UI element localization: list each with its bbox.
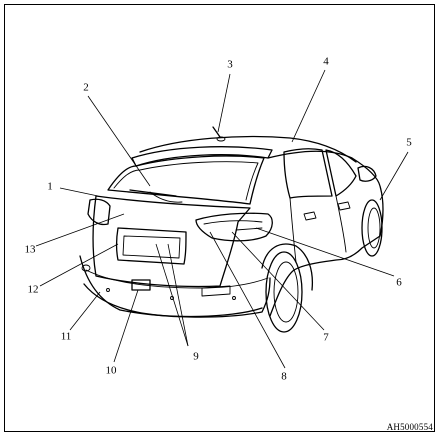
roof-outline [139,135,357,163]
rear-reflector-left [81,264,91,272]
leader-9a [155,243,189,347]
callout-5: 5 [406,136,412,149]
leader-2 [87,95,151,187]
side-mirror [357,165,377,182]
front-wheel [361,199,383,257]
rear-window-inner [113,161,259,201]
figure-code: AH5000554 [386,422,433,432]
callout-7: 7 [323,331,329,344]
callout-1: 1 [47,180,53,193]
tailgate [92,195,251,288]
callout-3: 3 [227,58,233,71]
parking-sensor-2 [170,296,174,300]
leader-4 [291,69,326,143]
right-tail-light-inner [203,220,263,225]
leader-lines [35,69,409,369]
car-body [79,126,384,333]
rear-fog-lamp [131,279,151,291]
callout-11: 11 [60,330,72,343]
door-handle-rear [303,211,317,221]
leader-6 [255,227,395,277]
callout-13: 13 [24,243,36,256]
leader-9b [167,243,189,347]
door-line-front [335,195,347,253]
roof-antenna [212,126,221,138]
wiper-arm [149,191,183,203]
parking-sensor-3 [232,296,236,300]
parking-sensor-1 [106,288,110,292]
callout-10: 10 [105,364,117,377]
callout-2: 2 [83,81,89,94]
rear-window [107,155,265,205]
leader-1 [59,187,99,197]
callout-12: 12 [27,283,39,296]
leader-13 [35,213,125,247]
diagram-frame [4,4,435,432]
leader-5 [379,151,409,201]
callout-6: 6 [396,276,402,289]
door-handle-front [337,201,351,211]
leader-11 [69,291,101,331]
callout-9: 9 [193,350,199,363]
rear-wheel-arch [261,243,314,291]
left-tail-light [87,198,111,226]
callout-8: 8 [281,370,287,383]
leader-3 [217,73,231,133]
license-plate [122,235,181,259]
leader-10 [113,289,139,363]
rear-wiper [129,189,177,197]
door-line-rear [289,197,297,263]
side-window-front [325,149,357,197]
front-wheel-hub [367,207,381,249]
right-tail-light [195,212,273,242]
side-window-rear [283,148,333,199]
antenna-base [216,136,226,142]
rear-reflector-right [201,285,231,297]
leader-8 [209,231,286,369]
bumper-lower [83,283,263,318]
license-plate-recess [115,227,187,265]
rear-wheel [265,251,303,333]
leader-7 [231,231,325,331]
callout-4: 4 [323,55,329,68]
bumper-line [85,269,269,289]
rear-wheel-hub [273,261,299,323]
leader-12 [39,243,119,287]
